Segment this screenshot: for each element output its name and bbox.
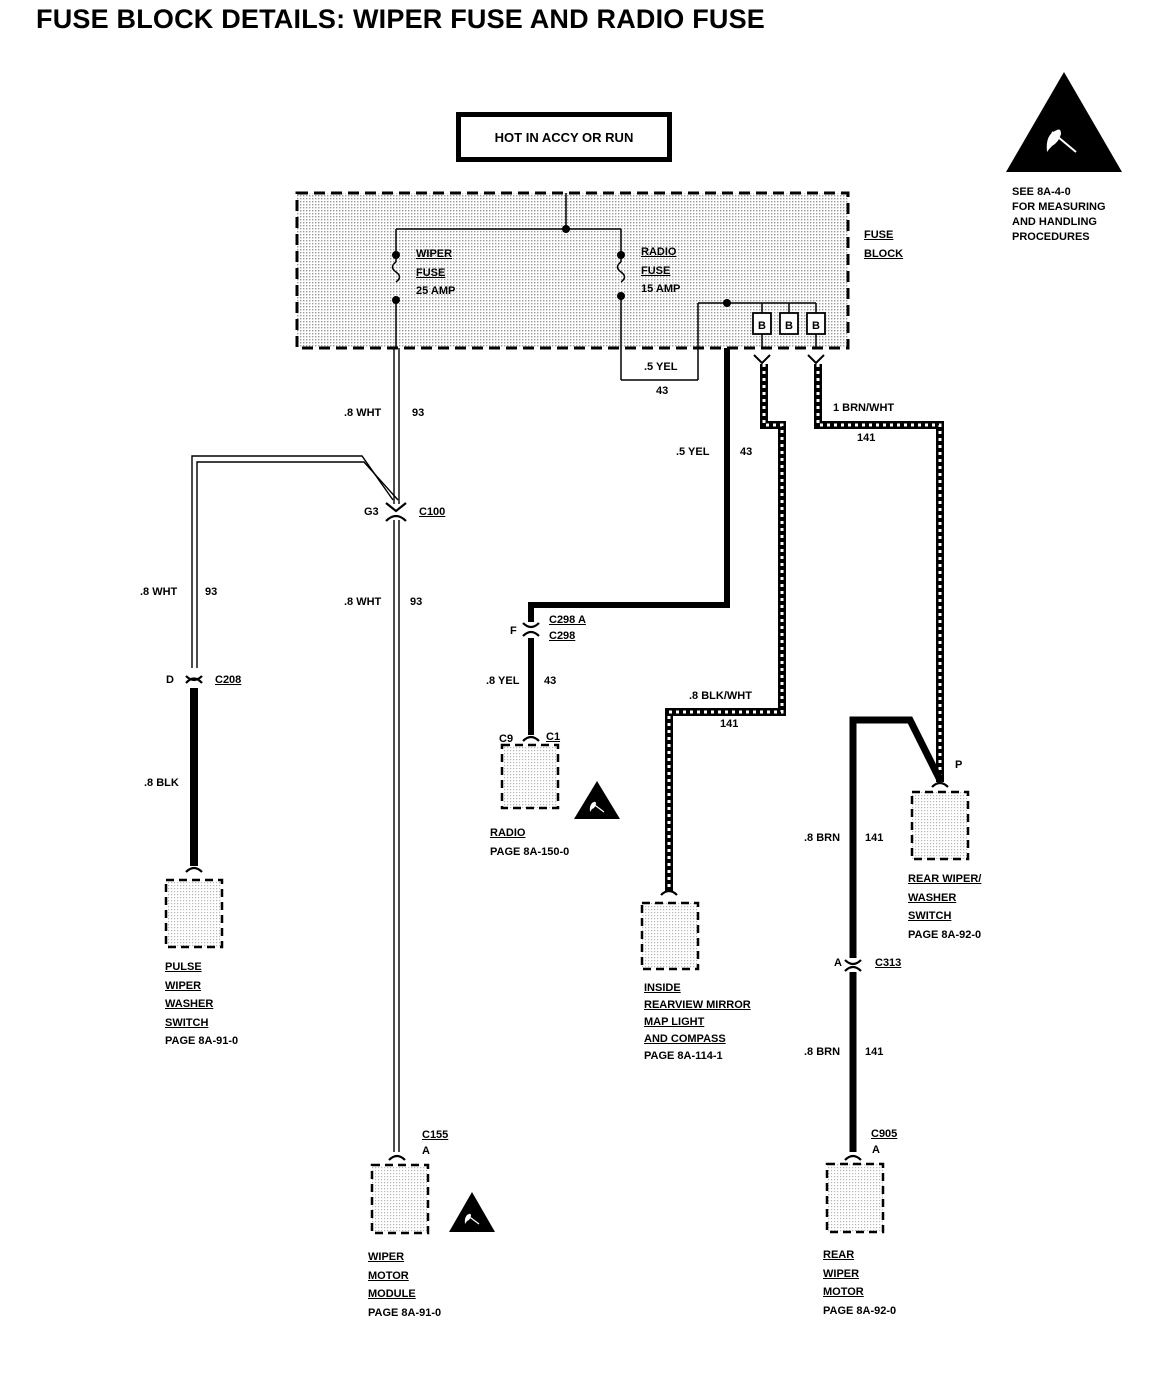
radio-fuse-label: RADIO FUSE 15 AMP (641, 246, 681, 295)
rear-switch-box (910, 790, 970, 861)
wire-blkwht-label: .8 BLK/WHT (689, 690, 752, 702)
wire-wht-top-label: .8 WHT (344, 407, 382, 419)
wire-yel-block-label: .5 YEL (644, 361, 678, 373)
pulse-switch-label: PULSE WIPER WASHER SWITCH PAGE 8A-91-0 (165, 961, 239, 1047)
pulse-switch-box (164, 878, 224, 949)
esd-note-line-3: AND HANDLING (1012, 216, 1097, 228)
connector-c1: C1 (546, 731, 561, 743)
connector-c208-pin: D (166, 674, 174, 686)
connector-c155-pin: A (422, 1145, 430, 1157)
wiper-module-label: WIPER MOTOR MODULE PAGE 8A-91-0 (368, 1251, 442, 1319)
connector-c208: C208 (215, 674, 242, 686)
wire-yel-mid-label: .5 YEL (676, 446, 710, 458)
page-title: FUSE BLOCK DETAILS: WIPER FUSE AND RADIO… (36, 4, 766, 34)
splice-pin-1: B (758, 320, 766, 332)
c155-connector (388, 1154, 406, 1161)
wire-yel-block-circuit: 43 (656, 385, 669, 397)
esd-radio-icon (574, 781, 620, 819)
wire-brn-lower-circuit: 141 (865, 1046, 884, 1058)
mirror-label: INSIDE REARVIEW MIRROR MAP LIGHT AND COM… (644, 982, 751, 1062)
wire-wht-left-label: .8 WHT (140, 586, 178, 598)
c100-connector (385, 502, 407, 522)
rear-switch-label: REAR WIPER/ WASHER SWITCH PAGE 8A-92-0 (908, 873, 982, 941)
fuse-block-internal-wiring (391, 193, 817, 381)
wire-brnwht-label: 1 BRN/WHT (833, 402, 895, 414)
connector-c298: C298 (549, 630, 576, 642)
wire-yel-radio-label: .8 YEL (486, 675, 520, 687)
esd-warning-icon (1006, 72, 1122, 172)
wire-wht-top-circuit: 93 (412, 407, 425, 419)
wire-blkwht-circuit: 141 (720, 718, 739, 730)
component-boxes (164, 743, 970, 1235)
wire-wht-center-label: .8 WHT (344, 596, 382, 608)
wire-brn-upper-circuit: 141 (865, 832, 884, 844)
connector-c9: C9 (499, 733, 514, 745)
wire-wht-center-circuit: 93 (410, 596, 423, 608)
brown-wire-141 (844, 716, 945, 1161)
connector-p-pin: P (955, 759, 963, 771)
esd-wiper-module-icon (449, 1192, 495, 1232)
connector-c313-pin: A (834, 957, 842, 969)
connector-c905-pin: A (872, 1144, 880, 1156)
yellow-wire-43 (522, 348, 730, 742)
connector-c905: C905 (871, 1128, 898, 1140)
esd-note-line-1: SEE 8A-4-0 (1012, 186, 1071, 198)
connector-c313: C313 (875, 957, 902, 969)
brown-white-wire-141 (814, 364, 949, 788)
wire-yel-mid-circuit: 43 (740, 446, 753, 458)
splice-pin-2: B (785, 320, 793, 332)
hot-in-accy-box: HOT IN ACCY OR RUN (456, 112, 672, 162)
radio-box (500, 743, 560, 810)
splice-pin-3: B (812, 320, 820, 332)
fuse-block-dots (392, 225, 731, 307)
connector-c298-pin: F (510, 625, 517, 637)
connector-c155: C155 (422, 1129, 449, 1141)
wire-blk-label: .8 BLK (144, 777, 179, 789)
wire-wht-left-circuit: 93 (205, 586, 218, 598)
esd-note: SEE 8A-4-0 FOR MEASURING AND HANDLING PR… (1012, 185, 1106, 245)
rear-motor-label: REAR WIPER MOTOR PAGE 8A-92-0 (823, 1249, 897, 1317)
black-wire-pulse (185, 675, 203, 873)
wire-yel-radio-circuit: 43 (544, 675, 557, 687)
splice-pin-boxes (752, 312, 826, 335)
fuse-block-connectors (753, 354, 825, 365)
esd-note-line-4: PROCEDURES (1012, 231, 1090, 243)
wire-brn-lower-label: .8 BRN (804, 1046, 841, 1058)
white-wire-93 (191, 348, 400, 1152)
wire-brnwht-circuit: 141 (857, 432, 876, 444)
wiper-fuse-label: WIPER FUSE 25 AMP (416, 248, 456, 297)
black-white-wire-141 (660, 364, 786, 896)
connector-c100: C100 (419, 506, 446, 518)
wire-brn-upper-label: .8 BRN (804, 832, 841, 844)
rear-motor-box (825, 1162, 885, 1234)
connector-g3: G3 (364, 506, 379, 518)
mirror-box (640, 901, 700, 971)
esd-note-line-2: FOR MEASURING (1012, 201, 1106, 213)
connector-c298a: C298 A (549, 614, 586, 626)
wiper-module-box (370, 1163, 430, 1235)
radio-label: RADIO PAGE 8A-150-0 (490, 827, 570, 858)
hot-in-accy-label: HOT IN ACCY OR RUN (461, 117, 667, 157)
fuse-block-label: FUSE BLOCK (864, 229, 904, 260)
